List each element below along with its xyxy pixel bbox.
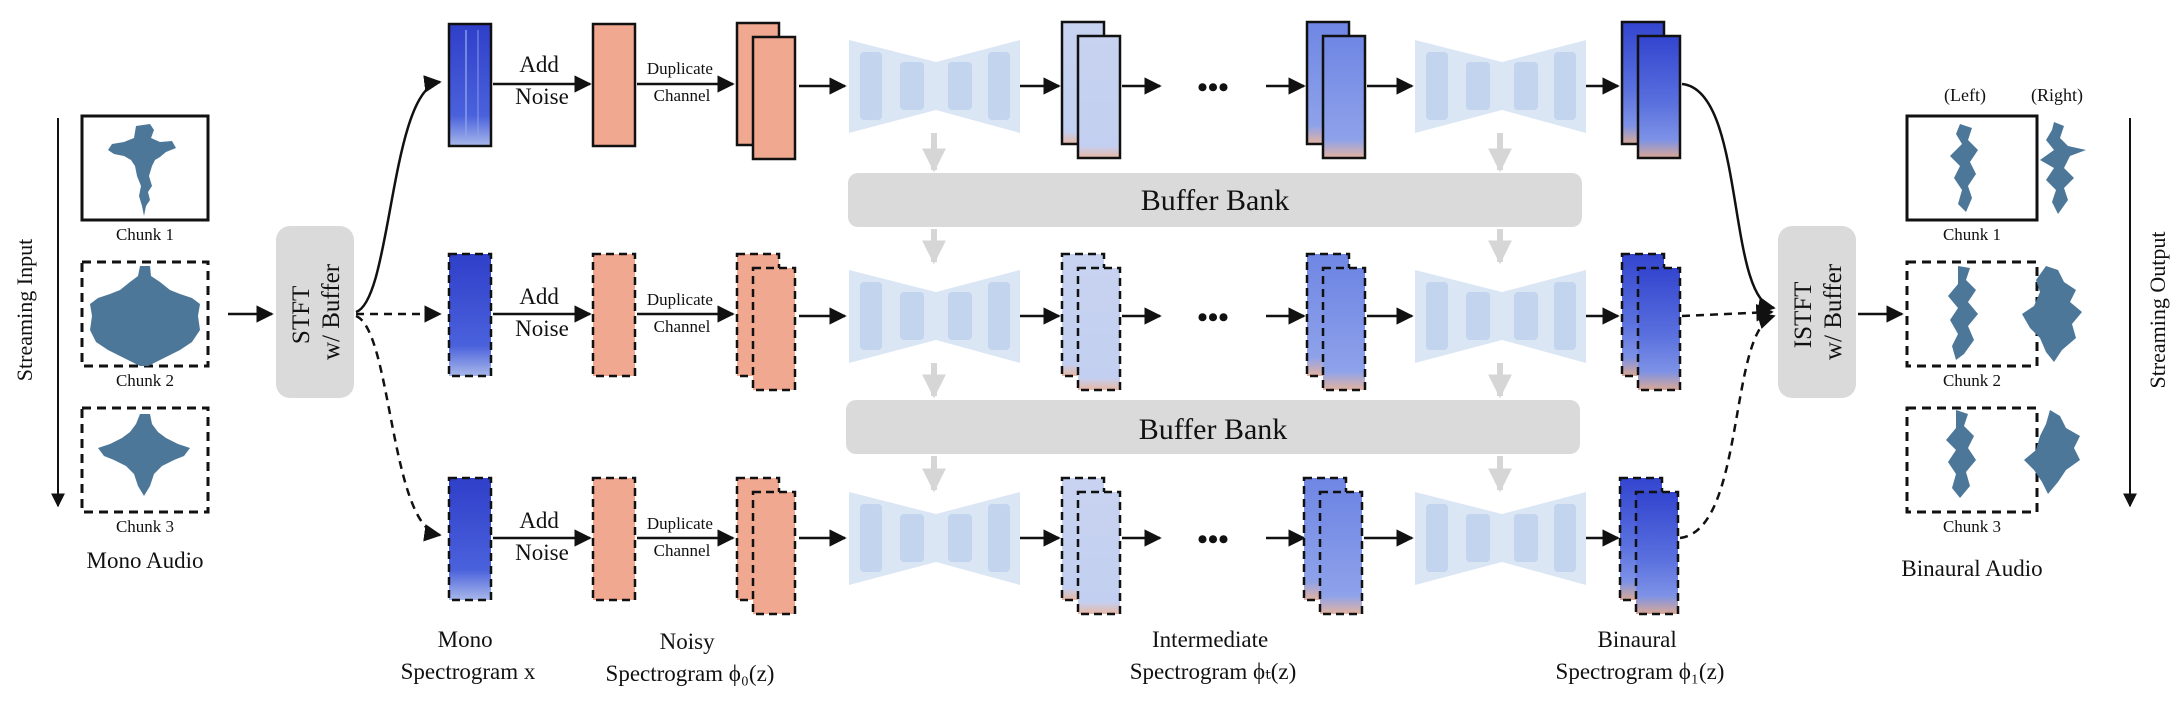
istft-label: ISTFT w/ Buffer bbox=[1790, 263, 1847, 360]
duplicate-channel-label: Duplicate Channel bbox=[647, 290, 717, 336]
ellipsis: ••• bbox=[1197, 71, 1229, 104]
output-chunk-2: Chunk 2 bbox=[1905, 260, 2082, 390]
noise-block bbox=[591, 22, 637, 148]
unet-1 bbox=[849, 40, 1020, 133]
right-waveform bbox=[2022, 266, 2082, 362]
unet-2 bbox=[1415, 270, 1586, 363]
chunk-label: Chunk 2 bbox=[116, 371, 174, 390]
noisy-spectrogram-front bbox=[751, 490, 797, 616]
mono-spectrogram bbox=[447, 476, 493, 602]
arrow-row2-istft bbox=[1681, 303, 1774, 322]
unet-1 bbox=[849, 270, 1020, 363]
arrow-row3-istft bbox=[1679, 312, 1776, 540]
streaming-output-axis: Streaming Output bbox=[2123, 118, 2170, 508]
stft-block: STFT w/ Buffer bbox=[276, 226, 354, 398]
add-noise-label: Add Noise bbox=[515, 508, 569, 565]
right-waveform bbox=[2024, 410, 2080, 494]
mono-waveform bbox=[90, 266, 200, 366]
noisy-spectrogram-front bbox=[751, 35, 797, 161]
intermediate-spectrogram-front bbox=[1321, 266, 1367, 392]
row-1: Add Noise Duplicate Channel ••• bbox=[447, 20, 1682, 161]
stft-label: STFT w/ Buffer bbox=[288, 263, 345, 360]
input-chunk-1: Chunk 1 bbox=[80, 114, 210, 244]
left-waveform bbox=[1950, 124, 1978, 212]
unet-1 bbox=[849, 492, 1020, 585]
binaural-spectrogram-caption: Binaural Spectrogram ϕ₁(z) bbox=[1556, 627, 1725, 684]
mono-spectrogram bbox=[447, 252, 493, 378]
intermediate-spectrogram-front bbox=[1076, 34, 1122, 160]
chunk-label: Chunk 3 bbox=[1943, 517, 2001, 536]
binaural-spectrogram-front bbox=[1636, 34, 1682, 160]
mono-audio-caption: Mono Audio bbox=[87, 548, 204, 573]
left-waveform bbox=[1948, 266, 1978, 360]
binaural-spectrogram-front bbox=[1636, 266, 1682, 392]
streaming-input-axis: Streaming Input bbox=[12, 118, 65, 508]
mono-spectrogram bbox=[447, 22, 493, 148]
ellipsis: ••• bbox=[1197, 523, 1229, 556]
chunk-label: Chunk 1 bbox=[116, 225, 174, 244]
intermediate-spectrogram-front bbox=[1318, 490, 1364, 616]
mono-waveform bbox=[108, 124, 176, 216]
istft-block: ISTFT w/ Buffer bbox=[1778, 226, 1856, 398]
buffer-bank-label: Buffer Bank bbox=[1141, 184, 1290, 217]
chunk-label: Chunk 2 bbox=[1943, 371, 2001, 390]
intermediate-spectrogram-front bbox=[1321, 34, 1367, 160]
mono-spectrogram-caption: Mono Spectrogram x bbox=[401, 627, 536, 684]
buffer-bank-1: Buffer Bank bbox=[848, 173, 1582, 227]
unet-2 bbox=[1415, 492, 1586, 585]
input-chunk-2: Chunk 2 bbox=[80, 260, 210, 390]
buffer-bank-2: Buffer Bank bbox=[846, 400, 1580, 454]
noise-block bbox=[591, 476, 637, 602]
input-chunk-3: Chunk 3 bbox=[80, 406, 210, 536]
binaural-audio-caption: Binaural Audio bbox=[1901, 556, 2042, 581]
intermediate-spectrogram-front bbox=[1076, 266, 1122, 392]
left-waveform bbox=[1946, 410, 1976, 498]
right-waveform bbox=[2040, 122, 2086, 214]
duplicate-channel-label: Duplicate Channel bbox=[647, 59, 717, 105]
ellipsis: ••• bbox=[1197, 301, 1229, 334]
noise-block bbox=[591, 252, 637, 378]
binaural-spectrogram-front bbox=[1634, 490, 1680, 616]
duplicate-channel-label: Duplicate Channel bbox=[647, 514, 717, 560]
chunk-label: Chunk 3 bbox=[116, 517, 174, 536]
noisy-spectrogram-caption: Noisy Spectrogram ϕ₀(z) bbox=[606, 629, 775, 686]
intermediate-spectrogram-caption: Intermediate Spectrogram ϕₜ(z) bbox=[1130, 627, 1297, 684]
add-noise-label: Add Noise bbox=[515, 52, 569, 109]
left-channel-label: (Left) bbox=[1944, 85, 1986, 106]
noisy-spectrogram-front bbox=[751, 266, 797, 392]
output-chunk-3: Chunk 3 bbox=[1905, 406, 2080, 536]
output-chunk-1: Chunk 1 bbox=[1905, 114, 2086, 244]
arrow-stft-row1 bbox=[355, 75, 442, 314]
intermediate-spectrogram-front bbox=[1076, 490, 1122, 616]
add-noise-label: Add Noise bbox=[515, 284, 569, 341]
row-3: Add Noise Duplicate Channel ••• bbox=[447, 476, 1680, 616]
right-channel-label: (Right) bbox=[2031, 85, 2083, 106]
buffer-bank-label: Buffer Bank bbox=[1139, 413, 1288, 446]
streaming-input-label: Streaming Input bbox=[12, 239, 37, 381]
unet-2 bbox=[1415, 40, 1586, 133]
arrow-stft-row3 bbox=[355, 314, 442, 542]
mono-waveform bbox=[98, 414, 190, 496]
row-2: Add Noise Duplicate Channel ••• bbox=[447, 252, 1682, 392]
streaming-output-label: Streaming Output bbox=[2145, 231, 2170, 388]
chunk-label: Chunk 1 bbox=[1943, 225, 2001, 244]
arrow-row1-istft bbox=[1681, 82, 1776, 314]
